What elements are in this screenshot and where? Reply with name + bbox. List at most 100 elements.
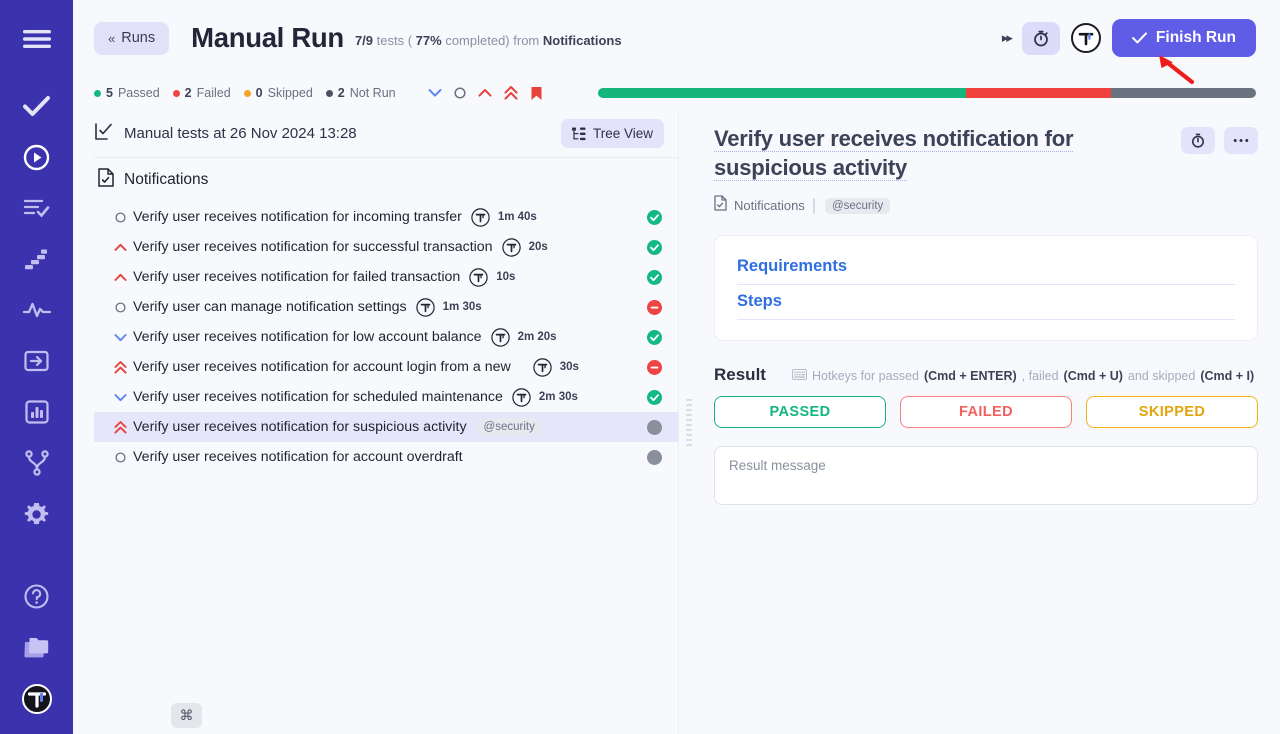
status-skipped-count: 0 — [255, 86, 263, 100]
avatar[interactable] — [1070, 23, 1101, 53]
detail-action-group — [1181, 124, 1258, 154]
filter-priority-critical[interactable] — [504, 86, 518, 100]
test-rows: Verify user receives notification for in… — [94, 202, 678, 472]
menu-icon[interactable] — [0, 14, 73, 65]
test-duration: 1m 30s — [442, 301, 482, 313]
timer-toggle-button[interactable] — [1021, 21, 1060, 55]
test-list-panel: Manual tests at 26 Nov 2024 13:28 Tree V… — [73, 110, 678, 734]
status-failed: 2 Failed — [172, 86, 231, 100]
detail-title[interactable]: Verify user receives notification for su… — [714, 126, 1074, 182]
steps-section-link[interactable]: Steps — [737, 285, 1235, 321]
panel-resize-handle[interactable] — [678, 110, 698, 734]
filter-priority-blocker[interactable] — [530, 86, 543, 101]
folder-icon[interactable] — [0, 622, 73, 673]
test-duration: 2m 30s — [538, 391, 578, 403]
requirements-section-link[interactable]: Requirements — [737, 250, 1235, 286]
manual-type-icon — [501, 237, 521, 257]
main-area: « Runs Manual Run 7/9 tests ( 77% comple… — [73, 0, 1280, 734]
hotkeys-hint: Hotkeys for passed (Cmd + ENTER) , faile… — [791, 369, 1255, 384]
priority-medium-icon — [111, 451, 130, 463]
table-row-selected[interactable]: Verify user receives notification for su… — [94, 412, 678, 442]
suite-row[interactable]: Notifications — [94, 158, 678, 202]
import-icon[interactable] — [0, 336, 73, 387]
result-header: Result Hotkeys for passed (Cmd + ENTER) … — [714, 365, 1258, 385]
tree-icon — [571, 127, 586, 140]
test-title: Verify user can manage notification sett… — [133, 299, 407, 315]
status-failed-count: 2 — [184, 86, 192, 100]
stairs-icon[interactable] — [0, 234, 73, 285]
hotkey-skipped: (Cmd + I) — [1200, 369, 1255, 384]
fast-forward-icon[interactable]: ▸▸ — [1001, 30, 1013, 45]
detail-timer-button[interactable] — [1181, 127, 1215, 154]
command-key-badge[interactable]: ⌘ — [171, 703, 202, 728]
table-row[interactable]: Verify user can manage notification sett… — [94, 292, 678, 322]
hotkeys-prefix: Hotkeys for passed — [811, 369, 919, 384]
back-to-runs-button[interactable]: « Runs — [94, 21, 170, 55]
keyboard-icon — [791, 369, 807, 383]
mark-passed-button[interactable]: PASSED — [714, 396, 886, 429]
status-badge — [647, 299, 662, 315]
header-actions: ▸▸ Finish Run — [1002, 19, 1256, 57]
filter-priority-medium[interactable] — [454, 87, 466, 99]
filter-priority-high[interactable] — [478, 88, 492, 98]
branch-icon[interactable] — [0, 438, 73, 489]
back-chevron-icon: « — [108, 30, 115, 46]
table-row[interactable]: Verify user receives notification for in… — [94, 202, 678, 232]
finish-run-button[interactable]: Finish Run — [1111, 19, 1256, 57]
detail-more-button[interactable] — [1224, 127, 1258, 154]
table-row[interactable]: Verify user receives notification for sc… — [94, 382, 678, 412]
status-badge — [647, 209, 662, 225]
tree-view-button[interactable]: Tree View — [560, 119, 664, 148]
status-badge — [647, 449, 662, 465]
detail-suite-name[interactable]: Notifications — [734, 198, 805, 214]
status-passed: 5 Passed — [94, 86, 160, 100]
status-passed-count: 5 — [106, 86, 113, 100]
priority-high-icon — [111, 243, 130, 252]
table-row[interactable]: Verify user receives notification for ac… — [94, 352, 678, 382]
progress-segment-notrun — [1111, 88, 1256, 98]
status-notrun-count: 2 — [337, 86, 345, 100]
run-completed-word: completed) from — [445, 33, 540, 48]
run-percent: 77% — [415, 33, 442, 48]
test-title: Verify user receives notification for fa… — [133, 269, 461, 285]
manual-tests-icon — [94, 122, 113, 146]
check-icon[interactable] — [0, 80, 73, 131]
priority-medium-icon — [111, 211, 130, 223]
help-icon[interactable] — [0, 571, 73, 622]
resize-grip-icon — [685, 398, 692, 446]
check-icon — [1131, 32, 1147, 44]
priority-low-icon — [111, 333, 130, 342]
play-circle-icon[interactable] — [0, 132, 73, 183]
chart-icon[interactable] — [0, 387, 73, 438]
test-title: Verify user receives notification for su… — [133, 239, 493, 255]
activity-icon[interactable] — [0, 285, 73, 336]
test-duration: 2m 20s — [517, 331, 557, 343]
priority-medium-icon — [111, 301, 130, 313]
manual-tests-title: Manual tests at 26 Nov 2024 13:28 — [124, 125, 357, 142]
manual-type-icon — [533, 357, 552, 377]
priority-critical-icon — [111, 360, 130, 374]
table-row[interactable]: Verify user receives notification for fa… — [94, 262, 678, 292]
mark-failed-button[interactable]: FAILED — [900, 396, 1072, 429]
checklist-icon[interactable] — [0, 183, 73, 234]
table-row[interactable]: Verify user receives notification for lo… — [94, 322, 678, 352]
gear-icon[interactable] — [0, 489, 73, 540]
test-duration: 1m 40s — [497, 211, 537, 223]
result-message-input[interactable] — [714, 446, 1258, 506]
table-row[interactable]: Verify user receives notification for ac… — [94, 442, 678, 472]
priority-filter-group — [428, 86, 543, 101]
filter-priority-low[interactable] — [428, 88, 442, 98]
workspace-avatar-icon[interactable] — [0, 673, 73, 724]
primary-sidebar — [0, 0, 73, 734]
detail-tag[interactable]: @security — [824, 197, 891, 214]
status-passed-label: Passed — [117, 86, 160, 100]
status-badge — [647, 269, 662, 285]
status-dot-failed — [172, 89, 180, 97]
hotkey-passed: (Cmd + ENTER) — [923, 369, 1017, 384]
table-row[interactable]: Verify user receives notification for su… — [94, 232, 678, 262]
test-tag[interactable]: @security — [476, 419, 542, 435]
mark-skipped-button[interactable]: SKIPPED — [1086, 396, 1258, 429]
content-split: Manual tests at 26 Nov 2024 13:28 Tree V… — [73, 110, 1280, 734]
status-notrun-label: Not Run — [349, 86, 396, 100]
test-duration: 30s — [559, 361, 579, 373]
